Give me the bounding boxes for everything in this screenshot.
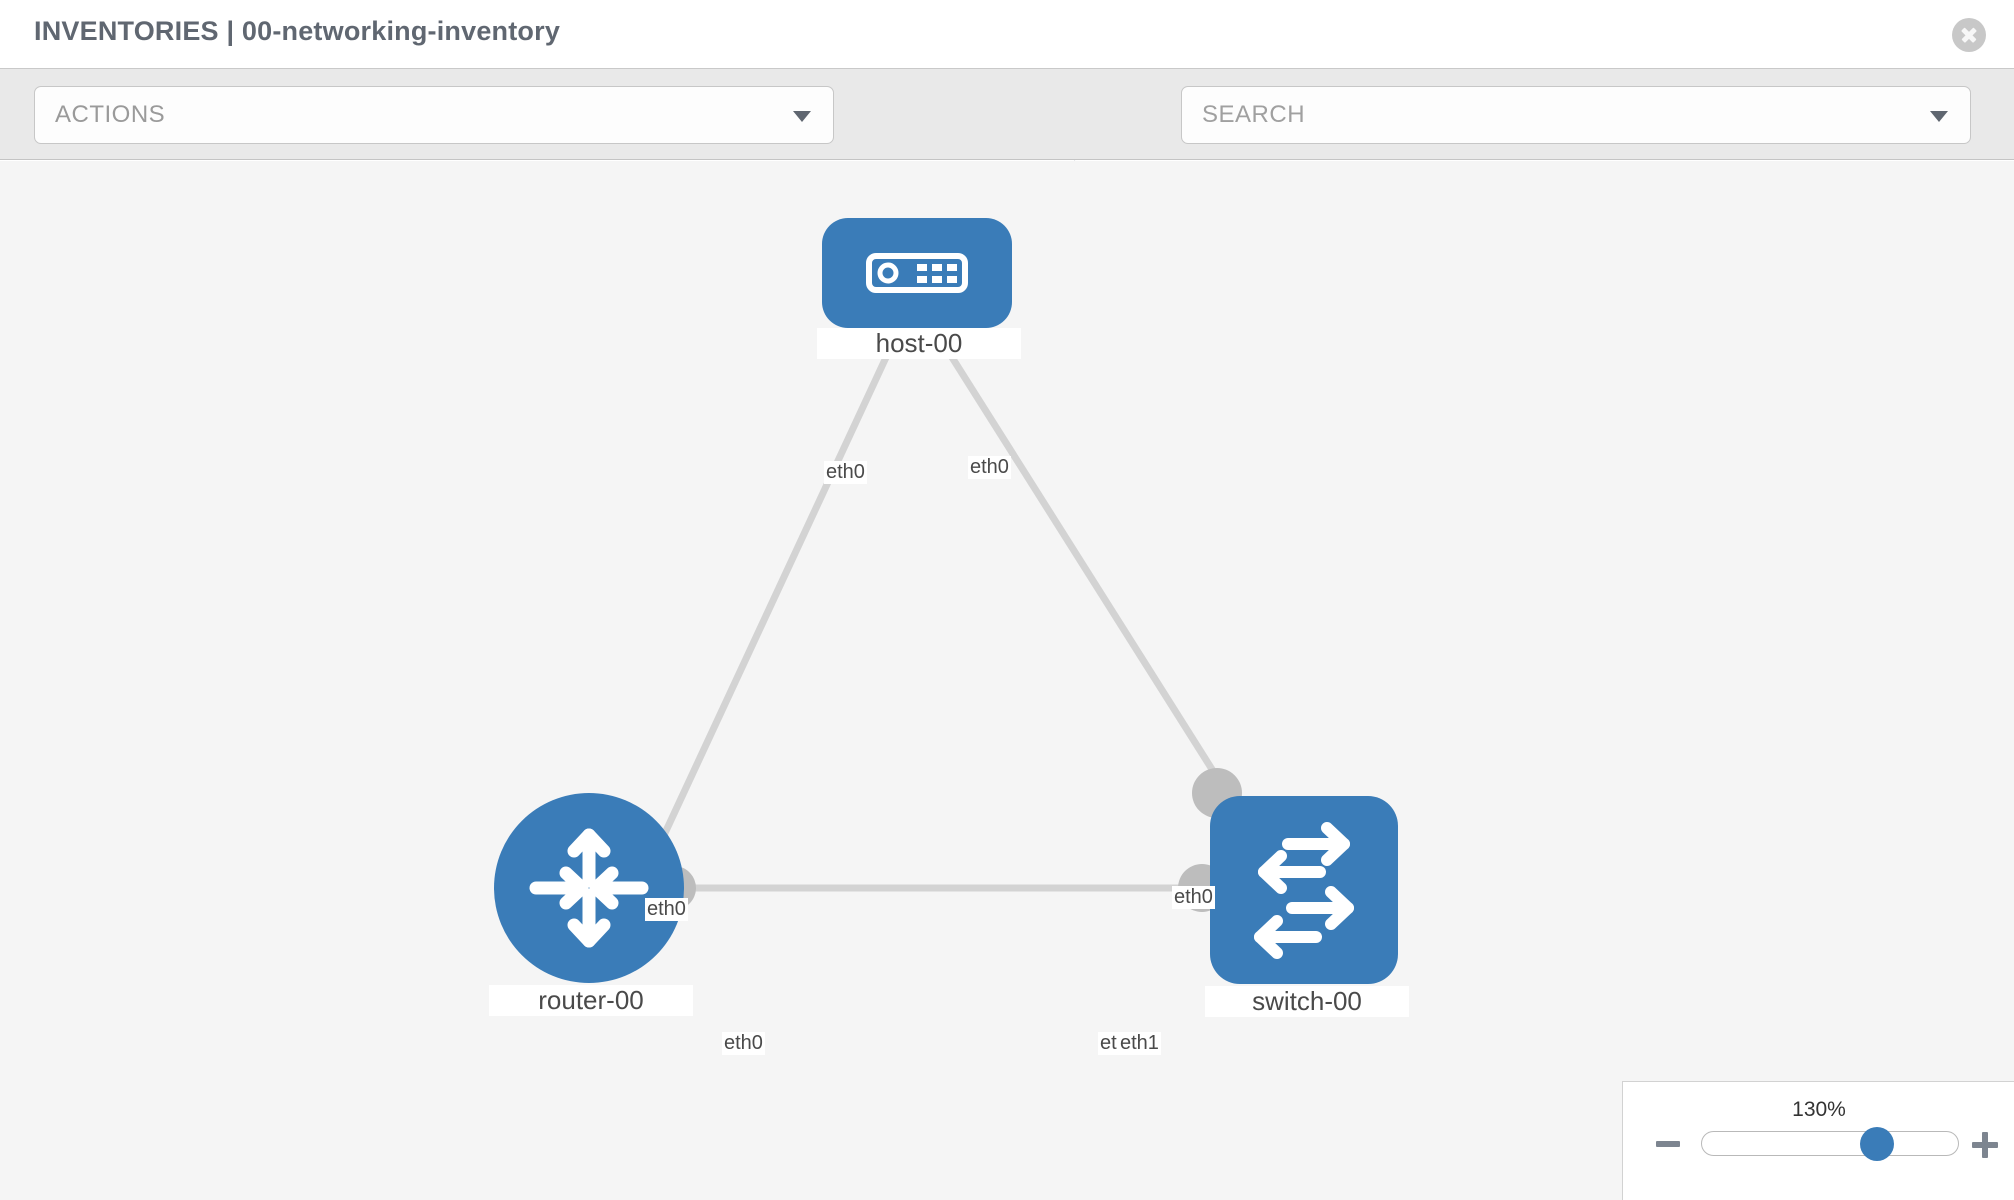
edge-label-host00-switch00-target: eth0 [1172, 886, 1215, 909]
switch-00-label: switch-00 [1205, 986, 1409, 1017]
router-00-shape [494, 793, 684, 983]
app-header: INVENTORIES | 00-networking-inventory [0, 0, 2014, 68]
search-input-placeholder: SEARCH [1202, 101, 1306, 128]
chevron-down-icon [793, 111, 811, 122]
actions-dropdown-label: ACTIONS [55, 101, 166, 128]
close-icon[interactable] [1952, 18, 1986, 52]
switch-arrows-icon [1254, 822, 1354, 959]
edge-host00-switch00 [945, 349, 1235, 803]
topology-canvas[interactable]: host-00 eth0 eth0 [0, 161, 2014, 1200]
router-00-label: router-00 [489, 985, 693, 1016]
topology-node-router-00[interactable]: router-00 [489, 793, 696, 1016]
topology-node-switch-00[interactable]: switch-00 [1178, 768, 1409, 1017]
host-00-shape [822, 218, 1012, 328]
search-input[interactable]: SEARCH [1181, 86, 1971, 144]
page-title: INVENTORIES | 00-networking-inventory [34, 16, 561, 46]
edge-label-host00-switch00-source: eth0 [968, 456, 1011, 479]
switch-00-shape [1210, 796, 1398, 984]
server-device-icon [866, 253, 968, 293]
edge-label-host00-router00-source: eth0 [824, 461, 867, 484]
edge-label-router00-switch00-source: eth0 [722, 1032, 765, 1055]
topology-node-host-00[interactable]: host-00 [817, 218, 1021, 359]
chevron-down-icon[interactable] [1930, 111, 1948, 122]
router-four-arrows-icon [529, 828, 649, 948]
zoom-slider-thumb[interactable] [1860, 1127, 1894, 1161]
actions-dropdown[interactable]: ACTIONS [34, 86, 834, 144]
zoom-slider[interactable] [1701, 1127, 1959, 1161]
edge-host00-router00 [648, 349, 893, 863]
edge-label-router00-switch00-target: eth1 [1118, 1032, 1161, 1055]
zoom-in-icon-vertical [1982, 1132, 1988, 1158]
toolbar: ACTIONS SEARCH [0, 68, 2014, 198]
zoom-level-label: 130% [1792, 1098, 1846, 1121]
zoom-control-panel: 130% [1622, 1081, 2014, 1200]
zoom-out-button[interactable] [1656, 1141, 1680, 1147]
edge-label-host00-router00-target: eth0 [645, 898, 688, 921]
topology-edges [648, 349, 1235, 892]
zoom-in-button[interactable] [1972, 1132, 1998, 1158]
host-00-label: host-00 [817, 328, 1021, 359]
